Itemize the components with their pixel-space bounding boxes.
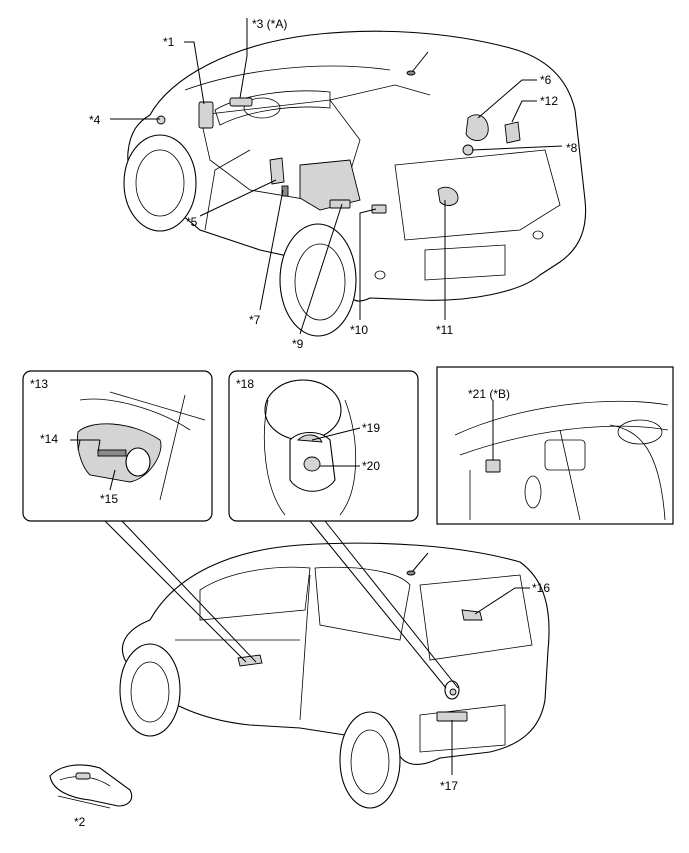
inset-rear-switch [228, 370, 419, 522]
callout-5: *5 [186, 215, 198, 229]
inset-dashboard [436, 366, 674, 525]
callout-11: *11 [436, 323, 453, 337]
callout-20: *20 [362, 459, 380, 473]
top-car-leader-lines [110, 18, 563, 335]
callout-2: *2 [74, 815, 86, 829]
callout-4: *4 [89, 113, 101, 127]
inset-19-leader [311, 427, 361, 441]
callout-1: *1 [163, 35, 175, 49]
inset-connector-lines [104, 520, 459, 689]
inset-15-leader [109, 469, 116, 491]
bottom-16-leader [474, 587, 530, 615]
callout-18: *18 [236, 377, 254, 391]
key-fob-illustration [49, 764, 133, 809]
callout-8: *8 [566, 141, 578, 155]
callout-14: *14 [40, 432, 58, 446]
callout-3: *3 (*A) [252, 17, 287, 31]
bottom-car-illustration [119, 542, 550, 809]
callout-15: *15 [100, 492, 118, 506]
inset-13-leader [70, 439, 101, 453]
inset-door-handle [22, 370, 213, 522]
callout-12: *12 [540, 94, 558, 108]
callout-17: *17 [440, 779, 458, 793]
callout-13: *13 [30, 377, 48, 391]
callout-10: *10 [350, 323, 368, 337]
callout-6: *6 [540, 73, 552, 87]
callout-9: *9 [292, 337, 304, 351]
top-car-illustration [123, 30, 587, 337]
callout-16: *16 [532, 581, 550, 595]
callout-7: *7 [249, 313, 261, 327]
callout-19: *19 [362, 421, 380, 435]
callout-21: *21 (*B) [468, 387, 510, 401]
